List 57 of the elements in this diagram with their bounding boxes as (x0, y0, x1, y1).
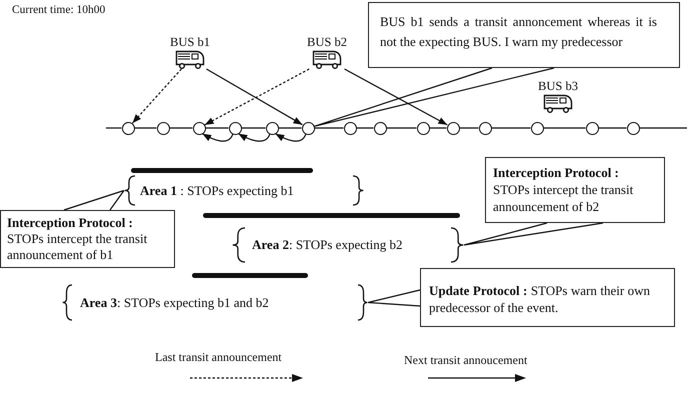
stop-circle (122, 122, 134, 134)
callout-text: Update Protocol : STOPs warn their own predecessor of the event. (429, 282, 650, 316)
leader-line (314, 67, 555, 127)
callout-box (0, 210, 175, 268)
curved-arrow (202, 133, 234, 142)
callout-text: BUS b1 sends a transit annoncement whereas it is not the expecting BUS. I warn my predecessor (380, 13, 657, 51)
route-line (598, 127, 626, 129)
route-line (242, 127, 266, 129)
area-label: Area 1 : STOPs expecting b1 (140, 182, 294, 198)
stop-circle (344, 122, 356, 134)
arrow (344, 68, 448, 126)
stop-circle (478, 122, 492, 134)
bus-label: BUS b3 (537, 79, 579, 93)
route-line (134, 127, 156, 129)
stop-circle (192, 122, 206, 134)
leader-line (63, 190, 125, 211)
stop-circle (266, 122, 278, 134)
callout-box (485, 157, 665, 223)
arrow (132, 68, 182, 124)
route-line (278, 127, 302, 129)
route-line (356, 127, 374, 129)
callout-heading: Interception Protocol : (493, 164, 620, 181)
legend-label: Next transit annoucement (404, 353, 528, 367)
stop-circle (530, 122, 544, 134)
callout-box (368, 2, 680, 68)
stop-circle (586, 122, 598, 134)
route-line (492, 127, 530, 129)
callout-text: STOPs intercept the transit announcement of b1 (7, 231, 148, 263)
leader-line (463, 222, 604, 246)
callout-heading: Interception Protocol : (7, 215, 134, 231)
leader-line (367, 289, 421, 307)
area-label: Area 2: STOPs expecting b2 (252, 237, 402, 253)
route-line (106, 127, 122, 129)
route-line (430, 127, 446, 129)
stop-circle (626, 122, 640, 134)
bus-label: BUS b1 (169, 35, 211, 49)
route-line (460, 127, 478, 129)
stop-circle (156, 122, 170, 134)
time-label: Current time: 10h00 (12, 3, 106, 17)
legend-label: Last transit announcement (155, 350, 282, 364)
stop-circle (302, 122, 314, 134)
route-line (386, 127, 416, 129)
curved-arrow (275, 133, 306, 142)
callout-text: STOPs intercept the transit announcement of b2 (493, 181, 634, 215)
stop-circle (374, 122, 386, 134)
route-line (544, 127, 586, 129)
stop-circle (446, 122, 460, 134)
area-label: Area 3: STOPs expecting b1 and b2 (80, 294, 269, 310)
bus-label: BUS b2 (306, 35, 348, 49)
route-line (640, 127, 687, 129)
stop-circle (416, 122, 430, 134)
route-line (314, 127, 344, 129)
callout-box (420, 268, 675, 327)
route-line (170, 127, 192, 129)
route-line (206, 127, 228, 129)
stop-circle (228, 122, 242, 134)
curved-arrow (238, 133, 270, 142)
